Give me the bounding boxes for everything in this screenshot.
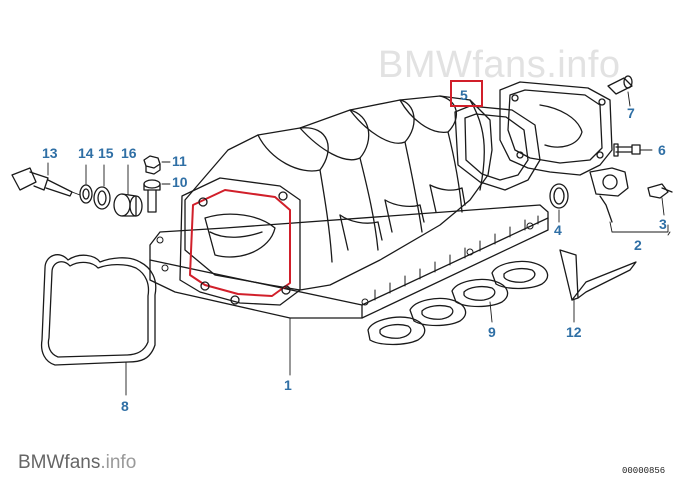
- stud-bolt[interactable]: [143, 179, 171, 213]
- runner-gaskets[interactable]: [367, 260, 549, 346]
- callout-7[interactable]: 7: [627, 105, 635, 121]
- hex-nut[interactable]: [143, 155, 171, 175]
- callout-10[interactable]: 10: [172, 174, 188, 190]
- callout-6[interactable]: 6: [658, 142, 666, 158]
- watermark-top: BMWfans.info: [378, 44, 621, 86]
- connector-clip[interactable]: [647, 183, 673, 216]
- callout-1[interactable]: 1: [284, 377, 292, 393]
- leader-line-9: [489, 301, 493, 323]
- callout-12[interactable]: 12: [566, 324, 582, 340]
- diagram-number: 00000856: [622, 466, 666, 476]
- support-bracket[interactable]: [559, 249, 637, 323]
- sleeve[interactable]: [607, 75, 633, 107]
- throttle-flange-gasket[interactable]: [40, 254, 157, 366]
- o-ring[interactable]: [549, 183, 569, 209]
- callout-16[interactable]: 16: [121, 145, 137, 161]
- sensor-bushing[interactable]: [113, 164, 143, 217]
- seal-ring[interactable]: [79, 164, 93, 204]
- leader-line-2: [609, 221, 671, 236]
- callout-14[interactable]: 14: [78, 145, 94, 161]
- highlighted-part-box: [450, 80, 483, 107]
- intake-manifold[interactable]: [149, 95, 549, 319]
- callout-2[interactable]: 2: [634, 237, 642, 253]
- callout-3[interactable]: 3: [659, 216, 667, 232]
- idle-valve[interactable]: [589, 167, 629, 223]
- callout-11[interactable]: 11: [172, 153, 187, 169]
- temperature-sensor[interactable]: [11, 162, 81, 197]
- throttle-gasket[interactable]: [454, 105, 541, 191]
- callout-15[interactable]: 15: [98, 145, 114, 161]
- callout-8[interactable]: 8: [121, 398, 129, 414]
- callout-9[interactable]: 9: [488, 324, 496, 340]
- throttle-housing[interactable]: [499, 81, 613, 176]
- watermark-bottom: BMWfans.info: [18, 452, 137, 473]
- callout-5[interactable]: 5: [460, 87, 468, 103]
- callout-4[interactable]: 4: [554, 222, 562, 238]
- callout-13[interactable]: 13: [42, 145, 58, 161]
- bolt[interactable]: [613, 143, 653, 157]
- spacer-ring[interactable]: [93, 164, 111, 210]
